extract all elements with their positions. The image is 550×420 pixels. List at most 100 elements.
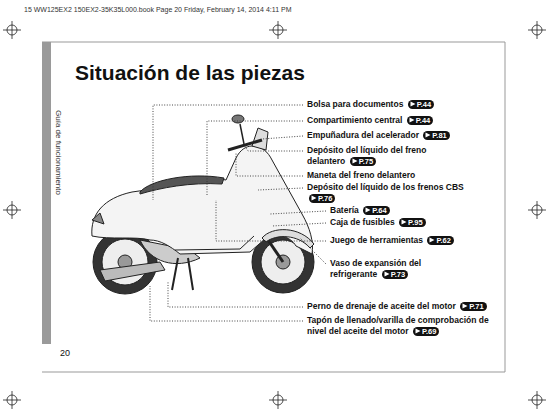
part-label: Compartimiento central P.44	[307, 115, 433, 126]
page-ref-arrow	[365, 207, 371, 213]
scooter-body	[92, 146, 313, 254]
spacer	[395, 217, 397, 227]
part-label: Perno de drenaje de aceite del motor P.7…	[307, 301, 487, 312]
part-label: Maneta del freno delantero	[307, 170, 415, 181]
crop-mark	[3, 201, 21, 219]
crop-mark	[269, 391, 287, 409]
page-ref: P.81	[432, 131, 446, 140]
spacer	[409, 326, 411, 336]
part-name: Perno de drenaje de aceite del motor	[307, 301, 456, 311]
leader-line	[244, 145, 303, 151]
leader-line	[258, 188, 303, 190]
page-frame	[42, 42, 505, 372]
part-name: Caja de fusibles	[330, 217, 395, 227]
part-label: Vaso de expansión del refrigerante P.73	[330, 258, 450, 280]
page-ref-badge: P.73	[382, 270, 408, 279]
page-ref: P.44	[417, 100, 431, 109]
crop-mark	[528, 21, 546, 39]
page-ref-badge: P.71	[460, 302, 486, 311]
part-label: Depósito del líquido de los frenos CBS P…	[307, 182, 472, 204]
part-label: Batería P.64	[330, 205, 390, 216]
page-ref-arrow	[352, 159, 357, 164]
part-name: Tapón de llenado/varilla de comprobación…	[307, 315, 489, 336]
page-ref-arrow	[429, 237, 435, 243]
page-ref: P.44	[416, 116, 430, 125]
page-ref-arrow	[401, 219, 407, 225]
crop-mark	[269, 21, 287, 39]
page-ref: P.71	[469, 302, 483, 311]
page-ref-arrow	[426, 133, 431, 138]
page-number: 20	[60, 348, 70, 359]
part-name: Juego de herramientas	[330, 235, 423, 245]
part-name: Maneta del freno delantero	[307, 170, 415, 180]
leader-line	[150, 286, 303, 321]
print-header: 15 WW125EX2 150EX2-35K35L000.book Page 2…	[24, 5, 291, 14]
frame-line	[42, 42, 505, 372]
leader-line	[153, 105, 303, 200]
spacer	[345, 156, 347, 166]
spacer	[359, 205, 361, 215]
spacer	[402, 115, 404, 125]
page-ref-arrow	[462, 303, 468, 309]
part-label: Juego de herramientas P.62	[330, 235, 454, 246]
part-label: Bolsa para documentos P.44	[307, 99, 434, 110]
floorboard	[175, 236, 254, 250]
part-label: Tapón de llenado/varilla de comprobación…	[307, 315, 497, 337]
leader-line	[216, 200, 326, 241]
page-ref-arrow	[463, 304, 468, 309]
front-fender	[262, 230, 314, 248]
part-name: Compartimiento central	[307, 115, 402, 125]
page-ref: P.73	[391, 270, 405, 279]
page-ref-badge: P.44	[407, 116, 433, 125]
page-title: Situación de las piezas	[75, 60, 305, 86]
crop-mark	[528, 201, 546, 219]
page-ref: P.69	[422, 327, 436, 336]
side-tab-bar	[42, 42, 51, 344]
spacer	[377, 269, 379, 279]
page-ref-arrow	[425, 132, 431, 138]
part-name: Empuñadura del acelerador	[307, 130, 419, 140]
leader-line	[270, 211, 326, 214]
page-ref-arrow	[402, 220, 407, 225]
mirror	[232, 115, 244, 123]
handlebar	[228, 140, 262, 150]
page-ref-arrow	[384, 271, 390, 277]
part-label: Caja de fusibles P.95	[330, 217, 426, 228]
crop-mark	[3, 21, 21, 39]
page-ref: P.75	[359, 157, 373, 166]
page-ref: P.95	[408, 218, 422, 227]
part-name: Depósito del líquido de los frenos CBS	[307, 182, 464, 192]
page-ref-arrow	[311, 195, 317, 201]
part-label: Depósito del líquido del freno delantero…	[307, 145, 457, 167]
page-ref: P.76	[318, 194, 332, 203]
page-ref-badge: P.62	[427, 236, 453, 245]
page-ref-arrow	[409, 117, 415, 123]
page-ref-badge: P.95	[399, 218, 425, 227]
windscreen	[252, 128, 268, 150]
page-ref-arrow	[384, 272, 389, 277]
crop-mark	[3, 391, 21, 409]
page-ref-badge: P.44	[408, 100, 434, 109]
leader-line	[207, 121, 303, 196]
spacer	[456, 301, 458, 311]
tail-light	[92, 213, 104, 224]
page-ref-arrow	[366, 208, 371, 213]
page-ref-arrow	[410, 102, 415, 107]
section-tab-text: Guía de funcionamiento	[53, 110, 63, 195]
leader-line	[262, 136, 303, 139]
leader-line	[272, 223, 326, 226]
spacer	[403, 99, 405, 109]
leader-line	[300, 238, 326, 264]
mirror-stem	[240, 124, 244, 144]
center-stand	[172, 258, 193, 290]
spacer	[423, 235, 425, 245]
crop-marks	[3, 21, 546, 409]
part-name: Bolsa para documentos	[307, 99, 403, 109]
page-ref: P.64	[372, 206, 386, 215]
page-ref-badge: P.64	[363, 206, 389, 215]
front-fork	[268, 240, 283, 262]
spacer	[419, 130, 421, 140]
page-ref-badge: P.76	[309, 194, 335, 203]
page-ref-arrow	[352, 158, 358, 164]
